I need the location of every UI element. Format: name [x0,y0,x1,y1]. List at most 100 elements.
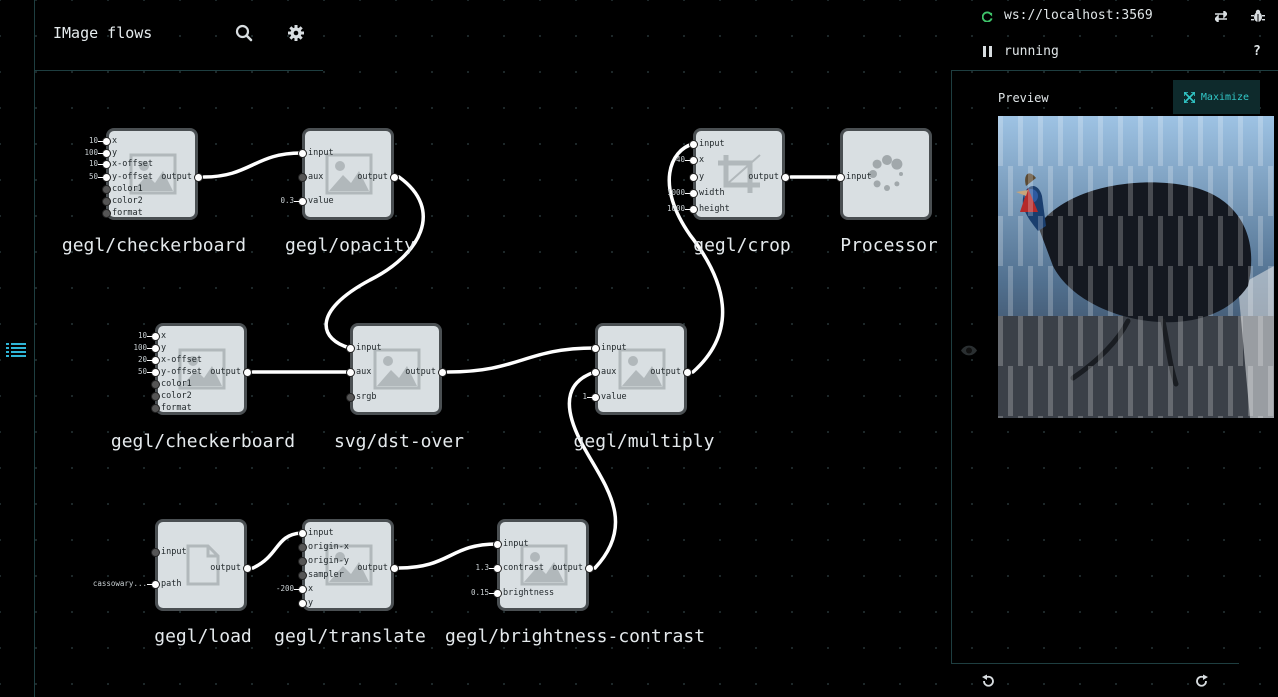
iip-value[interactable]: 0.15 [470,588,489,597]
iip-value[interactable]: 50 [137,367,147,376]
port-dot-multiply-output[interactable] [683,368,692,377]
node-opacity[interactable] [302,128,394,220]
iip-value[interactable]: 1000 [666,204,685,213]
port-dot-dstover-srgb[interactable] [346,393,355,402]
iip-line [98,164,104,165]
node-label-load[interactable]: gegl/load [154,626,252,647]
runtime-address[interactable]: ws://localhost:3569 [1004,8,1153,23]
iip-value[interactable]: 100 [84,148,98,157]
spinner-icon [869,155,903,191]
port-label: color2 [161,391,192,401]
port-dot-processor-input[interactable] [836,173,845,182]
node-bc[interactable] [497,519,589,611]
maximize-label: Maximize [1200,91,1250,103]
port-dot-opacity-input[interactable] [298,149,307,158]
iip-value[interactable]: 40 [675,155,685,164]
port-dot-cb1-format[interactable] [102,209,111,218]
node-label-multiply[interactable]: gegl/multiply [573,431,715,452]
gear-icon[interactable] [287,24,305,42]
image-icon [325,153,373,195]
port-label: input [308,148,334,158]
port-dot-dstover-aux[interactable] [346,368,355,377]
iip-value[interactable]: 20 [137,355,147,364]
search-icon[interactable] [235,24,253,42]
port-label: input [846,172,872,182]
eye-icon[interactable] [960,344,978,357]
port-dot-crop-input[interactable] [689,140,698,149]
iip-line [147,372,153,373]
port-dot-load-output[interactable] [243,564,252,573]
iip-value[interactable]: 1 [582,392,587,401]
iip-line [587,397,593,398]
port-dot-opacity-output[interactable] [390,173,399,182]
iip-value[interactable]: 10 [137,331,147,340]
port-dot-cb1-color2[interactable] [102,197,111,206]
iip-value[interactable]: 10 [88,136,98,145]
port-dot-dstover-input[interactable] [346,344,355,353]
maximize-button[interactable]: Maximize [1173,80,1260,114]
preview-panel [951,70,1239,664]
node-label-dstover[interactable]: svg/dst-over [333,431,465,452]
port-label: input [601,343,627,353]
node-crop[interactable] [693,128,785,220]
port-dot-translate-origin-x[interactable] [298,543,307,552]
port-dot-translate-origin-y[interactable] [298,557,307,566]
iip-value[interactable]: 100 [133,343,147,352]
iip-value[interactable]: 1000 [666,188,685,197]
iip-line [98,141,104,142]
port-label: format [112,208,143,218]
reconnect-icon[interactable] [982,11,993,22]
port-dot-bc-input[interactable] [493,540,502,549]
port-dot-translate-input[interactable] [298,529,307,538]
port-dot-cb2-color1[interactable] [151,380,160,389]
node-processor[interactable] [840,128,932,220]
port-dot-cb1-color1[interactable] [102,185,111,194]
port-dot-crop-y[interactable] [689,173,698,182]
port-label-output: output [748,172,779,182]
graph-header: IMage flows [35,0,323,71]
port-dot-bc-output[interactable] [585,564,594,573]
port-dot-cb1-output[interactable] [194,173,203,182]
iip-line [294,201,300,202]
list-icon[interactable] [6,342,26,358]
port-dot-multiply-aux[interactable] [591,368,600,377]
redo-icon[interactable] [1195,674,1209,688]
port-dot-cb2-color2[interactable] [151,392,160,401]
undo-icon[interactable] [981,674,995,688]
port-dot-translate-y[interactable] [298,599,307,608]
port-label: height [699,204,730,214]
port-dot-load-input[interactable] [151,548,160,557]
port-dot-translate-output[interactable] [390,564,399,573]
node-label-crop[interactable]: gegl/crop [693,235,791,256]
port-dot-opacity-aux[interactable] [298,173,307,182]
node-label-cb2[interactable]: gegl/checkerboard [110,431,296,452]
iip-value[interactable]: cassowary... [92,579,147,588]
left-sidebar [0,0,35,697]
node-label-translate[interactable]: gegl/translate [274,626,426,647]
help-button[interactable]: ? [1253,44,1261,59]
graph-title[interactable]: IMage flows [53,24,153,42]
port-dot-crop-output[interactable] [781,173,790,182]
iip-value[interactable]: 10 [88,159,98,168]
port-dot-translate-sampler[interactable] [298,571,307,580]
image-icon [618,348,666,390]
bug-icon[interactable] [1251,9,1265,23]
port-dot-dstover-output[interactable] [438,368,447,377]
runtime-status: running [1004,44,1059,59]
port-label: color2 [112,196,143,206]
image-icon [520,544,568,586]
port-dot-cb2-output[interactable] [243,368,252,377]
iip-value[interactable]: 50 [88,172,98,181]
iip-value[interactable]: 0.3 [280,196,294,205]
pause-icon[interactable] [983,46,992,57]
node-label-processor[interactable]: Processor [840,235,938,256]
port-dot-multiply-input[interactable] [591,344,600,353]
port-dot-cb2-format[interactable] [151,404,160,413]
swap-icon[interactable] [1215,11,1227,22]
node-label-bc[interactable]: gegl/brightness-contrast [444,626,706,647]
node-label-opacity[interactable]: gegl/opacity [284,235,416,256]
iip-value[interactable]: 1.3 [475,563,489,572]
iip-value[interactable]: -200 [275,584,294,593]
node-label-cb1[interactable]: gegl/checkerboard [61,235,247,256]
